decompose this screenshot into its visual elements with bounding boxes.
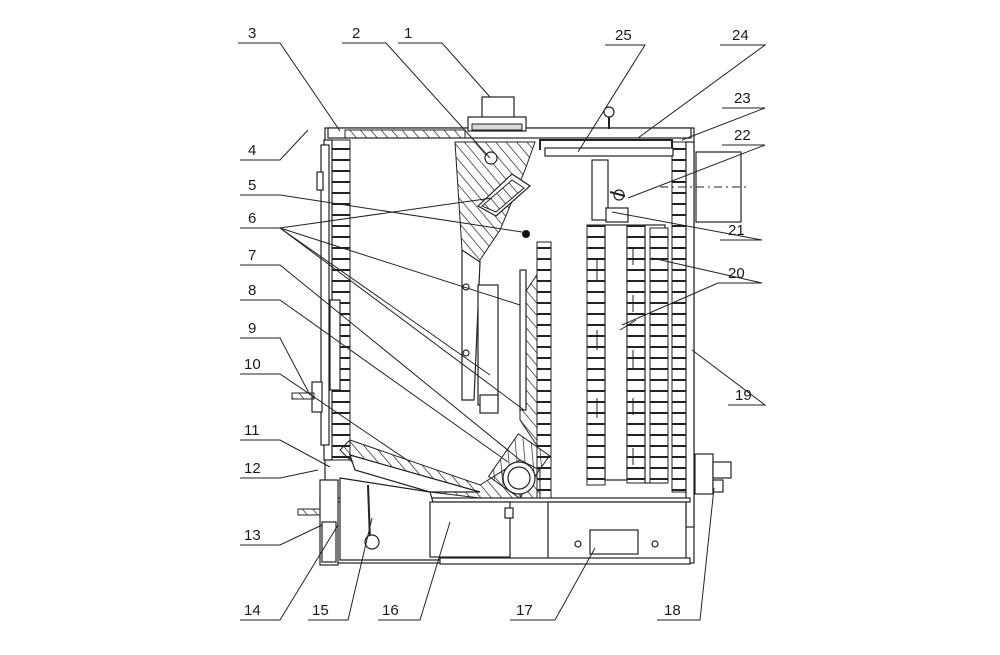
callout-3: 3 (248, 25, 256, 42)
boiler-body (291, 96, 750, 566)
callout-20: 20 (728, 265, 745, 282)
top-thermometer (603, 106, 615, 129)
callout-21: 21 (728, 222, 745, 239)
callout-13: 13 (244, 527, 261, 544)
control-box (547, 501, 687, 563)
callout-14: 14 (244, 602, 261, 619)
callout-15: 15 (312, 602, 329, 619)
callout-8: 8 (248, 282, 256, 299)
callout-11: 11 (244, 422, 260, 439)
ash-pan (339, 477, 514, 561)
flue-channel (539, 139, 750, 223)
front-door-panel (320, 144, 330, 446)
callout-22: 22 (734, 127, 751, 144)
heat-exchanger-tubes (586, 224, 669, 486)
callout-16: 16 (382, 602, 399, 619)
callout-labels: 1 2 3 4 5 6 7 8 9 10 11 12 13 14 15 16 1… (244, 25, 752, 619)
upper-door-handle (291, 381, 323, 413)
callout-2: 2 (352, 25, 360, 42)
callout-5: 5 (248, 177, 256, 194)
callout-1: 1 (404, 25, 412, 42)
top-insulation-board (344, 129, 466, 139)
callout-25: 25 (615, 27, 632, 44)
leader-lines (238, 42, 767, 621)
callout-10: 10 (244, 356, 261, 373)
burner-tube (487, 433, 551, 499)
callout-7: 7 (248, 247, 256, 264)
callout-12: 12 (244, 460, 261, 477)
callout-23: 23 (734, 90, 751, 107)
callout-9: 9 (248, 320, 256, 337)
callout-4: 4 (248, 142, 256, 159)
callout-17: 17 (516, 602, 533, 619)
callout-6: 6 (248, 210, 256, 227)
ash-door (297, 479, 339, 566)
callout-19: 19 (735, 387, 752, 404)
callout-24: 24 (732, 27, 749, 44)
top-flange (467, 96, 527, 132)
return-connector (694, 453, 732, 495)
glow-point (522, 230, 530, 238)
callout-18: 18 (664, 602, 681, 619)
